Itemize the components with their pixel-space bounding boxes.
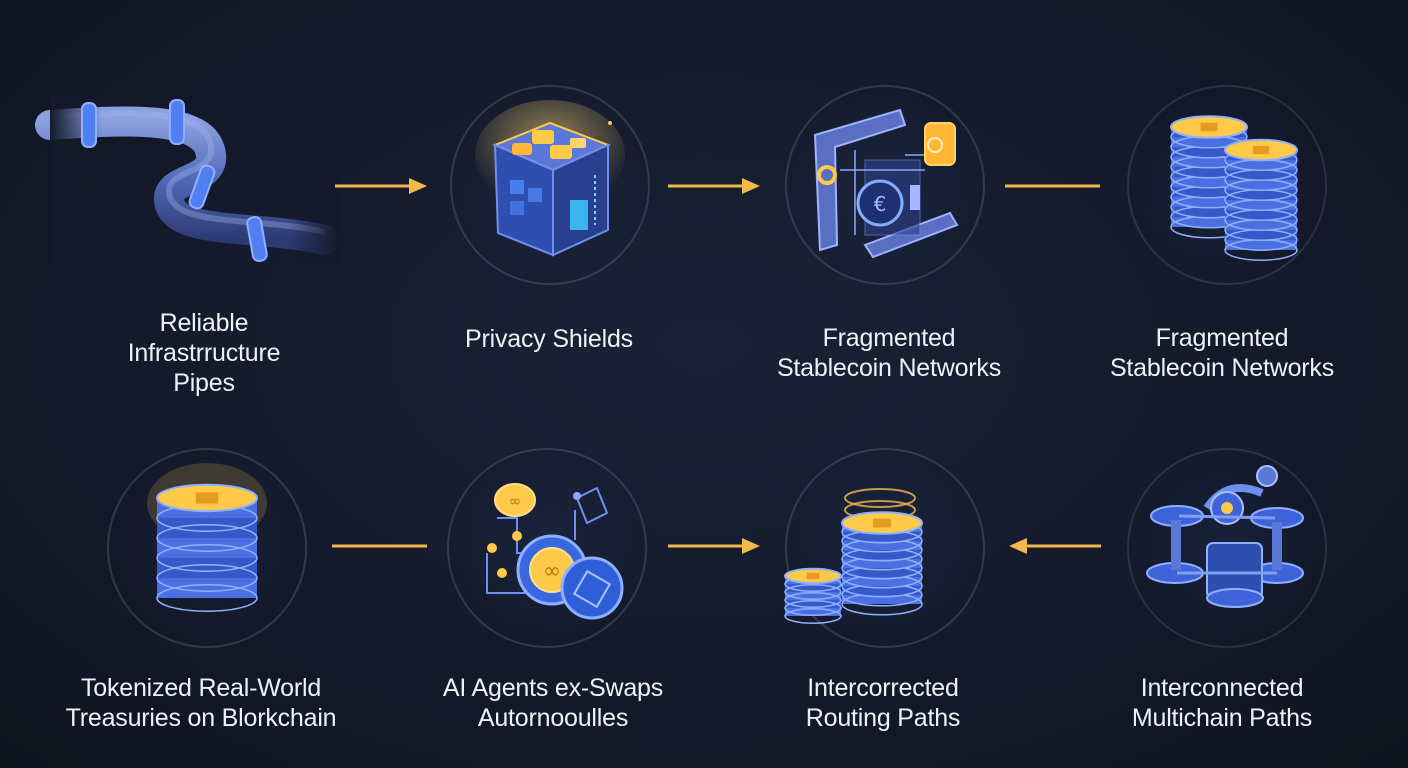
step-1-label: Reliable Infrastrructure Pipes <box>127 309 281 397</box>
step-4-node <box>1127 85 1327 285</box>
step-1-node <box>35 75 340 275</box>
step-2-node <box>450 85 650 285</box>
step-3-label: Fragmented Stablecoin Networks <box>776 324 1002 382</box>
step-8-node <box>1127 448 1327 648</box>
connector-arrow-2 <box>668 176 763 196</box>
connector-arrow-5 <box>668 536 763 556</box>
coin-tower-icon <box>147 463 267 612</box>
step-5-label: Tokenized Real-World Treasuries on Blork… <box>65 674 337 732</box>
privacy-cube-icon <box>475 100 625 257</box>
step-4-label: Fragmented Stablecoin Networks <box>1109 324 1335 382</box>
step-7-node <box>784 448 985 648</box>
pipes-icon <box>35 95 340 265</box>
ai-agent-coins-icon: ∞ ∞ <box>486 483 624 620</box>
step-3-node: € <box>785 85 985 285</box>
connector-line-4 <box>332 536 427 556</box>
connector-line-3 <box>1005 176 1100 196</box>
connector-arrow-1 <box>335 176 430 196</box>
step-5-node <box>107 448 307 648</box>
step-7-label: Intercorrected Routing Paths <box>805 674 961 732</box>
circuit-coin-icon: € <box>813 108 959 259</box>
svg-text:€: € <box>874 192 887 216</box>
connector-arrow-6 <box>1006 536 1101 556</box>
coin-stacks-icon <box>1170 115 1298 261</box>
routing-stack-icon <box>784 488 923 624</box>
step-6-label: AI Agents ex-Swaps Autornooulles <box>442 674 664 732</box>
step-2-label: Privacy Shields <box>465 325 633 353</box>
svg-text:∞: ∞ <box>509 492 522 510</box>
step-8-label: Interconnected Multichain Paths <box>1131 674 1313 732</box>
svg-text:∞: ∞ <box>543 559 561 584</box>
step-6-node: ∞ ∞ <box>447 448 647 648</box>
multichain-nodes-icon <box>1146 465 1304 608</box>
